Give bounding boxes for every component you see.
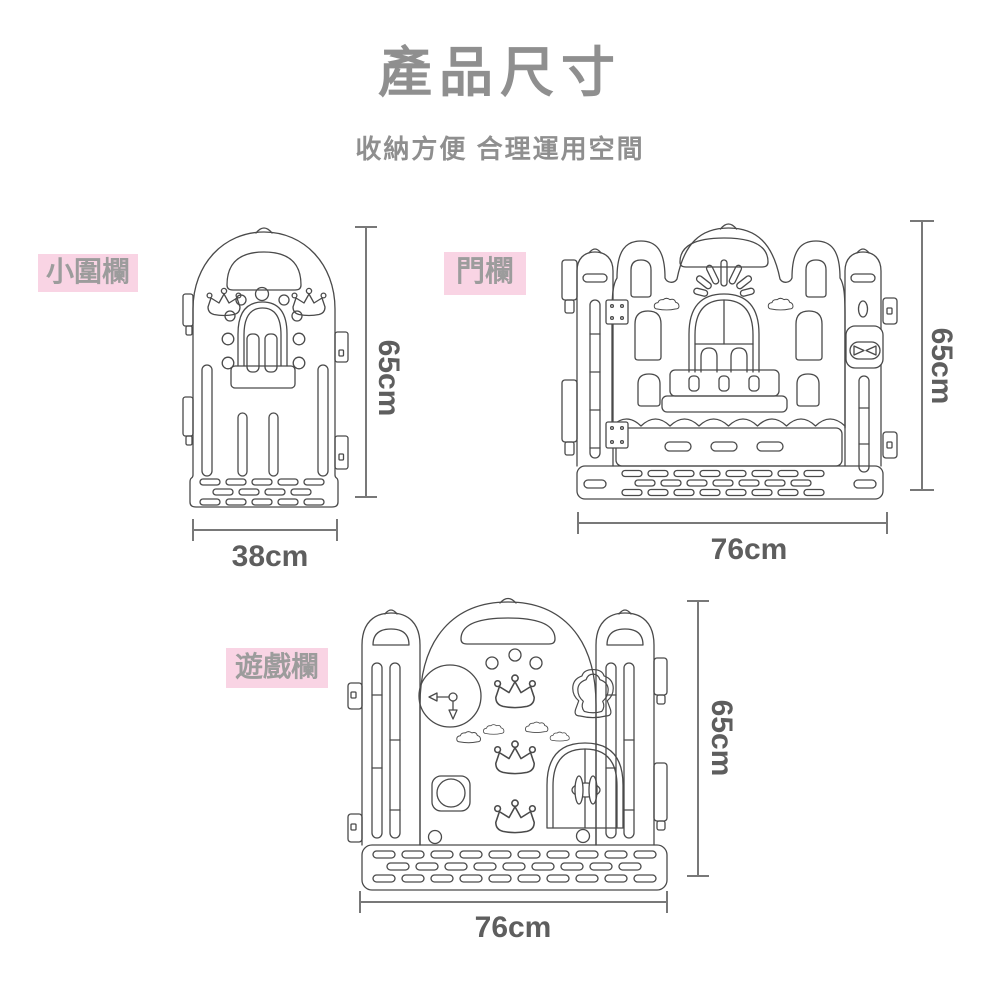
crown-icon xyxy=(493,740,537,775)
page-title: 產品尺寸 xyxy=(378,43,622,103)
dim-width-play-fence-text: 76cm xyxy=(474,911,552,944)
dot-holes xyxy=(427,648,591,845)
hinge-plate-icon xyxy=(605,299,629,449)
figure-label-play-fence: 遊戲欄 xyxy=(226,648,329,688)
door-outline xyxy=(611,227,846,429)
crown-icon xyxy=(493,674,537,709)
top-nub xyxy=(499,597,517,604)
cloud-icon xyxy=(653,297,680,311)
panel-outline xyxy=(189,231,339,508)
bottom-band xyxy=(361,844,668,891)
top-nub xyxy=(719,223,738,230)
banner-cutout xyxy=(679,237,769,268)
right-side-section xyxy=(595,609,655,846)
right-post xyxy=(844,248,882,473)
cloud-icon xyxy=(483,724,505,735)
hinge-tab-icon xyxy=(334,331,349,470)
handle-cutout xyxy=(226,251,302,291)
latch-icon xyxy=(845,325,884,369)
arch-slots xyxy=(630,259,827,407)
wave-edge xyxy=(611,418,846,427)
bottom-slats xyxy=(372,850,657,883)
bottom-band xyxy=(576,465,884,500)
dim-height-door-fence-text: 65cm xyxy=(925,327,958,405)
dot-holes xyxy=(221,286,306,370)
hinge-tab-icon xyxy=(882,297,898,459)
arch-window xyxy=(688,293,760,373)
clock-icon xyxy=(418,664,482,728)
balcony xyxy=(661,369,788,413)
hinge-tab-icon xyxy=(182,293,194,446)
double-doors xyxy=(546,742,624,829)
sub-base-slots xyxy=(664,441,784,452)
panel-outline xyxy=(419,601,597,846)
vertical-slots xyxy=(201,364,329,477)
figure-label-small-fence: 小圍欄 xyxy=(38,254,139,292)
dim-height-small-fence-text: 65cm xyxy=(372,339,405,417)
door-sub-base xyxy=(615,427,843,467)
left-side-section xyxy=(361,609,421,846)
dim-width-door-fence-text: 76cm xyxy=(710,533,788,566)
dim-width-small-fence-text: 38cm xyxy=(231,540,309,573)
sun-rays-icon xyxy=(693,259,755,297)
top-nub xyxy=(255,227,273,234)
page-subtitle: 收納方便 合理運用空間 xyxy=(355,134,645,164)
bell-icon xyxy=(572,668,614,719)
cloud-icon xyxy=(767,297,794,311)
porthole xyxy=(431,775,471,812)
hinge-tab-icon xyxy=(561,259,578,456)
bottom-slats xyxy=(199,478,325,506)
small-fence-drawing xyxy=(182,227,349,508)
play-fence-drawing xyxy=(347,597,668,891)
hinge-tab-icon xyxy=(653,657,668,831)
cloud-icon xyxy=(456,731,481,744)
handle-cutout xyxy=(460,617,556,645)
figure-label-door-fence: 門欄 xyxy=(444,252,527,295)
left-post xyxy=(576,248,614,467)
hinge-tab-icon xyxy=(347,682,363,843)
cloud-icon xyxy=(549,731,570,742)
bottom-slats xyxy=(583,469,877,497)
crown-icon xyxy=(493,799,537,834)
cloud-icon xyxy=(524,721,549,734)
arch-window xyxy=(230,301,296,389)
dim-height-play-fence-text: 65cm xyxy=(705,699,738,777)
door-fence-drawing xyxy=(561,223,898,500)
